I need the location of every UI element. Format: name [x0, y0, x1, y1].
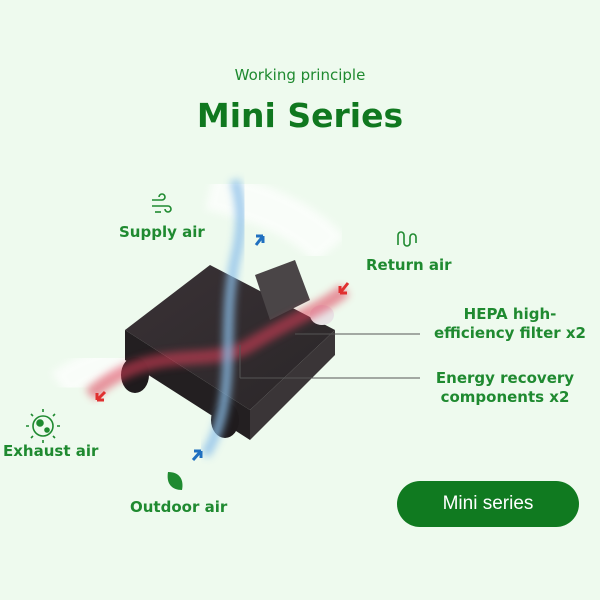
erv-line2: components x2 — [440, 388, 570, 406]
label-energy-recovery: Energy recovery components x2 — [420, 369, 590, 407]
label-exhaust-air: Exhaust air — [3, 442, 99, 460]
page-title: Mini Series — [196, 96, 404, 135]
label-hepa-filter: HEPA high- efficiency filter x2 — [425, 305, 595, 343]
virus-icon — [26, 409, 60, 443]
arrow-icon — [338, 282, 350, 295]
leaf-icon — [167, 472, 183, 490]
arrow-icon — [254, 234, 265, 246]
mini-series-button[interactable]: Mini series — [397, 481, 579, 527]
hepa-line1: HEPA high- — [463, 305, 557, 323]
erv-line1: Energy recovery — [435, 369, 575, 387]
airflow-icon — [397, 231, 417, 247]
arrow-icon — [191, 449, 203, 461]
label-supply-air: Supply air — [119, 223, 205, 241]
hepa-line2: efficiency filter x2 — [433, 324, 586, 342]
label-return-air: Return air — [366, 256, 452, 274]
wind-icon — [152, 193, 172, 213]
subtitle: Working principle — [234, 66, 366, 84]
label-outdoor-air: Outdoor air — [130, 498, 228, 516]
arrow-icon — [95, 390, 107, 402]
